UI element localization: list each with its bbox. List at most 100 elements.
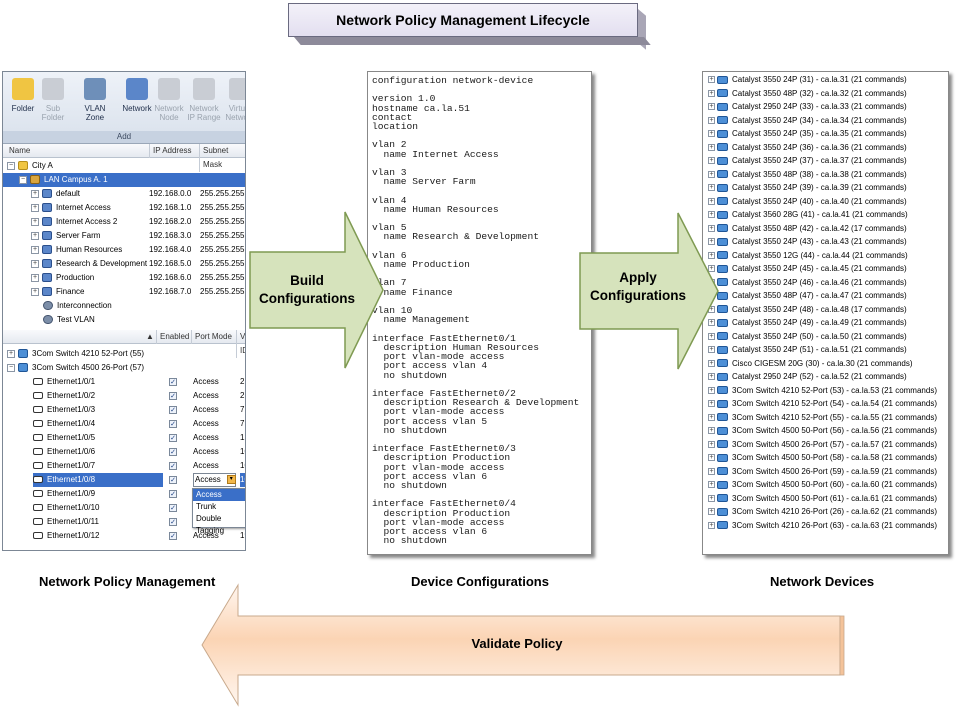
expand-toggle-icon[interactable]: + [708, 197, 715, 205]
expand-toggle-icon[interactable]: + [708, 386, 715, 394]
expand-toggle-icon[interactable]: + [708, 494, 715, 502]
dropdown-option[interactable]: Trunk [196, 502, 217, 511]
dropdown-option[interactable]: Double Tagging [196, 514, 225, 535]
ribbon-button-5[interactable]: Network IP Range [186, 76, 222, 122]
column-header[interactable]: Name [9, 146, 31, 155]
ribbon-button-1[interactable]: Sub Folder [35, 76, 71, 122]
port-row[interactable]: Ethernet1/0/11✓ [3, 515, 245, 529]
device-row[interactable]: +3Com Switch 4210 26-Port (63) - ca.la.6… [703, 519, 948, 533]
device-row[interactable]: +3Com Switch 4210 52-Port (53) - ca.la.5… [703, 384, 948, 398]
expand-toggle-icon[interactable]: + [708, 143, 715, 151]
device-row[interactable]: +3Com Switch 4500 50-Port (56) - ca.la.5… [703, 424, 948, 438]
expand-toggle-icon[interactable]: + [708, 332, 715, 340]
ribbon-button-2[interactable]: VLAN Zone [77, 76, 113, 122]
port-row[interactable]: Ethernet1/0/10✓ [3, 501, 245, 515]
device-row[interactable]: +Catalyst 3550 24P (35) - ca.la.35 (21 c… [703, 127, 948, 141]
expand-toggle-icon[interactable]: + [708, 400, 715, 408]
tree-row[interactable]: −City A [3, 159, 245, 173]
expand-toggle-icon[interactable]: + [708, 481, 715, 489]
port-row[interactable]: Ethernet1/0/6✓Access10 [3, 445, 245, 459]
column-header[interactable]: Enabled [156, 330, 189, 344]
port-mode[interactable]: Access [193, 403, 219, 417]
expand-toggle-icon[interactable]: + [708, 454, 715, 462]
expand-toggle-icon[interactable]: + [31, 245, 39, 254]
port-row[interactable]: Ethernet1/0/9✓ [3, 487, 245, 501]
checkbox-icon[interactable]: ✓ [169, 504, 177, 512]
expand-toggle-icon[interactable]: + [31, 189, 39, 198]
expand-toggle-icon[interactable]: + [708, 373, 715, 381]
port-mode[interactable]: Access▾ [193, 473, 236, 487]
expand-toggle-icon[interactable]: + [708, 346, 715, 354]
device-row[interactable]: +Catalyst 3550 12G (44) - ca.la.44 (21 c… [703, 249, 948, 263]
device-row[interactable]: +3Com Switch 4210 26-Port (26) - ca.la.6… [703, 505, 948, 519]
device-row[interactable]: +3Com Switch 4500 50-Port (61) - ca.la.6… [703, 492, 948, 506]
expand-toggle-icon[interactable]: + [708, 89, 715, 97]
device-row[interactable]: +Catalyst 3550 24P (37) - ca.la.37 (21 c… [703, 154, 948, 168]
device-row[interactable]: +3Com Switch 4500 50-Port (60) - ca.la.6… [703, 478, 948, 492]
port-row[interactable]: Ethernet1/0/5✓Access12 [3, 431, 245, 445]
enabled-checkbox[interactable]: ✓ [169, 473, 177, 487]
expand-toggle-icon[interactable]: + [708, 359, 715, 367]
ribbon-button-0[interactable]: Folder [5, 76, 41, 113]
dropdown-option[interactable]: Access [193, 489, 245, 501]
ribbon-button-6[interactable]: Virtual Network [222, 76, 245, 122]
enabled-checkbox[interactable]: ✓ [169, 515, 177, 529]
device-row[interactable]: +Catalyst 3550 24P (46) - ca.la.46 (21 c… [703, 276, 948, 290]
checkbox-icon[interactable]: ✓ [169, 378, 177, 386]
device-row[interactable]: +Catalyst 3550 24P (31) - ca.la.31 (21 c… [703, 73, 948, 87]
device-row[interactable]: +Catalyst 3550 24P (39) - ca.la.39 (21 c… [703, 181, 948, 195]
expand-toggle-icon[interactable]: + [31, 217, 39, 226]
tree-row[interactable]: +Internet Access192.168.1.0255.255.255.0… [3, 201, 245, 215]
expand-toggle-icon[interactable]: + [708, 157, 715, 165]
column-header[interactable]: VLAN ID [236, 330, 245, 358]
device-row[interactable]: +Catalyst 3550 24P (51) - ca.la.51 (21 c… [703, 343, 948, 357]
device-row[interactable]: +3Com Switch 4210 52-Port (55) - ca.la.5… [703, 411, 948, 425]
expand-toggle-icon[interactable]: + [31, 273, 39, 282]
switch-row[interactable]: +3Com Switch 4210 52-Port (55) [3, 347, 245, 361]
checkbox-icon[interactable]: ✓ [169, 476, 177, 484]
column-header[interactable]: Subnet Mask [199, 144, 245, 172]
checkbox-icon[interactable]: ✓ [169, 462, 177, 470]
enabled-checkbox[interactable]: ✓ [169, 417, 177, 431]
expand-toggle-icon[interactable]: + [708, 251, 715, 259]
checkbox-icon[interactable]: ✓ [169, 490, 177, 498]
port-row[interactable]: Ethernet1/0/7✓Access10 [3, 459, 245, 473]
checkbox-icon[interactable]: ✓ [169, 406, 177, 414]
expand-toggle-icon[interactable]: + [708, 238, 715, 246]
expand-toggle-icon[interactable]: + [708, 224, 715, 232]
expand-toggle-icon[interactable]: + [708, 508, 715, 516]
expand-toggle-icon[interactable]: + [708, 130, 715, 138]
device-row[interactable]: +Catalyst 3550 48P (47) - ca.la.47 (21 c… [703, 289, 948, 303]
checkbox-icon[interactable]: ✓ [169, 420, 177, 428]
port-mode[interactable]: Access [193, 417, 219, 431]
device-row[interactable]: +Catalyst 3550 24P (36) - ca.la.36 (21 c… [703, 141, 948, 155]
port-mode[interactable]: Access [193, 459, 219, 473]
sort-arrow-icon[interactable]: ▲ [146, 332, 154, 341]
expand-toggle-icon[interactable]: + [708, 427, 715, 435]
enabled-checkbox[interactable]: ✓ [169, 375, 177, 389]
checkbox-icon[interactable]: ✓ [169, 448, 177, 456]
expand-toggle-icon[interactable]: + [708, 76, 715, 84]
switch-row[interactable]: −3Com Switch 4500 26-Port (57) [3, 361, 245, 375]
device-row[interactable]: +Catalyst 3550 24P (40) - ca.la.40 (21 c… [703, 195, 948, 209]
enabled-checkbox[interactable]: ✓ [169, 501, 177, 515]
port-mode[interactable]: Access [193, 389, 219, 403]
checkbox-icon[interactable]: ✓ [169, 392, 177, 400]
device-row[interactable]: +3Com Switch 4500 26-Port (57) - ca.la.5… [703, 438, 948, 452]
device-row[interactable]: +Catalyst 3560 28G (41) - ca.la.41 (21 c… [703, 208, 948, 222]
device-row[interactable]: +3Com Switch 4500 50-Port (58) - ca.la.5… [703, 451, 948, 465]
expand-toggle-icon[interactable]: + [31, 259, 39, 268]
enabled-checkbox[interactable]: ✓ [169, 487, 177, 501]
expand-toggle-icon[interactable]: + [708, 413, 715, 421]
port-mode[interactable]: Access [193, 445, 219, 459]
device-row[interactable]: +Catalyst 3550 24P (48) - ca.la.48 (17 c… [703, 303, 948, 317]
checkbox-icon[interactable]: ✓ [169, 434, 177, 442]
expand-toggle-icon[interactable]: + [31, 231, 39, 240]
